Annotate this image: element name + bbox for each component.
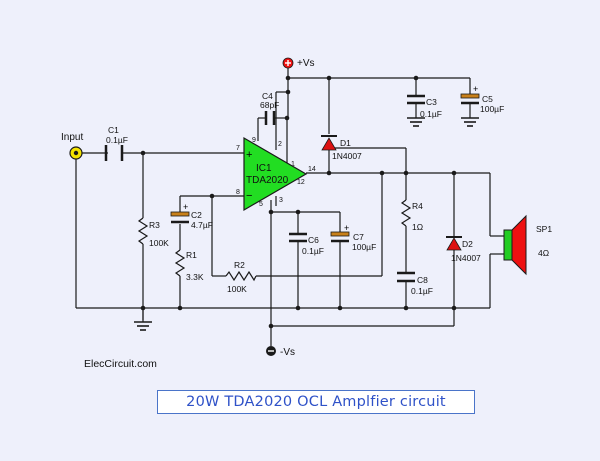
input-terminal: Input <box>61 132 83 160</box>
resistor-r4: R4 1Ω <box>400 199 423 232</box>
pin-2: 2 <box>278 141 282 148</box>
ic1-amplifier: IC1 TDA2020 + − 7 8 9 2 1 14 12 5 3 <box>236 136 316 212</box>
c6-ref: C6 <box>308 235 319 245</box>
ground-icon <box>407 117 425 127</box>
r1-value: 3.3K <box>186 272 204 282</box>
diode-d1: D1 1N4007 <box>321 135 362 161</box>
r3-value: 100K <box>149 238 169 248</box>
junction-dot <box>403 170 409 176</box>
capacitor-c3: C3 0.1µF <box>407 94 442 119</box>
junction-dot <box>451 170 457 176</box>
junction-dot <box>285 89 291 95</box>
d2-value: 1N4007 <box>451 253 481 263</box>
junctions <box>140 75 457 329</box>
junction-dot <box>413 75 419 81</box>
c8-ref: C8 <box>417 275 428 285</box>
c1-ref: C1 <box>108 125 119 135</box>
pin-12: 12 <box>297 179 305 186</box>
capacitor-c5: + C5 100µF <box>460 84 504 114</box>
capacitor-c1: C1 0.1µF <box>104 125 128 161</box>
capacitor-c6: C6 0.1µF <box>289 232 324 256</box>
capacitor-c7: + C7 100µF <box>330 223 376 252</box>
pin-1: 1 <box>291 161 295 168</box>
pin-5: 5 <box>259 201 263 208</box>
junction-dot <box>209 193 215 199</box>
ic1-minus-sign: − <box>246 190 252 202</box>
junction-dot <box>326 170 332 176</box>
junction-dot <box>295 305 301 311</box>
junction-dot <box>451 305 457 311</box>
r4-value: 1Ω <box>412 222 423 232</box>
ic1-part: TDA2020 <box>246 175 289 186</box>
junction-dot <box>268 209 274 215</box>
negative-rail-symbol: -Vs <box>266 346 295 358</box>
pin-14: 14 <box>308 166 316 173</box>
c7-value: 100µF <box>352 242 376 252</box>
c3-value: 0.1µF <box>420 109 442 119</box>
junction-dot <box>140 305 146 311</box>
credit-text: ElecCircuit.com <box>84 358 157 370</box>
c5-value: 100µF <box>480 104 504 114</box>
positive-rail-label: +Vs <box>297 58 315 69</box>
junction-dot <box>295 209 301 215</box>
d1-value: 1N4007 <box>332 151 362 161</box>
pin-3: 3 <box>279 197 283 204</box>
ic1-plus-sign: + <box>246 149 252 161</box>
diode-d2: D2 1N4007 <box>446 236 481 263</box>
sp1-value: 4Ω <box>538 248 549 258</box>
sp1-ref: SP1 <box>536 224 552 234</box>
junction-dot <box>177 305 183 311</box>
junction-dot <box>326 75 332 81</box>
r2-value: 100K <box>227 284 247 294</box>
positive-rail-symbol: +Vs <box>282 57 315 69</box>
pin-7: 7 <box>236 145 240 152</box>
input-label: Input <box>61 132 83 143</box>
c5-ref: C5 <box>482 94 493 104</box>
r1-ref: R1 <box>186 250 197 260</box>
resistor-r1: R1 3.3K <box>174 249 204 282</box>
pin-8: 8 <box>236 189 240 196</box>
c4-ref: C4 <box>262 91 273 101</box>
svg-text:+: + <box>183 202 188 212</box>
junction-dot <box>379 170 385 176</box>
d1-ref: D1 <box>340 138 351 148</box>
c2-value: 4.7µF <box>191 220 213 230</box>
d2-ref: D2 <box>462 239 473 249</box>
junction-dot <box>285 75 291 81</box>
capacitor-c4: C4 68pF <box>260 91 279 125</box>
ground-icon <box>461 117 479 127</box>
junction-dot <box>268 323 274 329</box>
r4-ref: R4 <box>412 201 423 211</box>
ground-icon <box>134 321 152 331</box>
c3-ref: C3 <box>426 97 437 107</box>
c2-ref: C2 <box>191 210 202 220</box>
ic1-ref: IC1 <box>256 163 272 174</box>
junction-dot <box>337 305 343 311</box>
negative-rail-label: -Vs <box>280 347 295 358</box>
capacitor-c2: + C2 4.7µF <box>170 202 213 230</box>
c8-value: 0.1µF <box>411 286 433 296</box>
resistor-r2: R2 100K <box>225 260 257 294</box>
junction-dot <box>284 115 290 121</box>
r2-ref: R2 <box>234 260 245 270</box>
c4-value: 68pF <box>260 100 279 110</box>
junction-dot <box>140 150 146 156</box>
title-box: 20W TDA2020 OCL Amplfier circuit <box>157 390 475 414</box>
junction-dot <box>403 305 409 311</box>
svg-text:+: + <box>473 84 478 94</box>
pin-9: 9 <box>252 137 256 144</box>
c1-value: 0.1µF <box>106 135 128 145</box>
diagram-title: 20W TDA2020 OCL Amplfier circuit <box>186 394 446 410</box>
capacitor-c8: C8 0.1µF <box>397 271 433 296</box>
resistor-r3: R3 100K <box>137 217 169 248</box>
speaker-sp1: SP1 4Ω <box>503 214 552 276</box>
svg-text:+: + <box>344 223 349 233</box>
c7-ref: C7 <box>353 232 364 242</box>
c6-value: 0.1µF <box>302 246 324 256</box>
r3-ref: R3 <box>149 220 160 230</box>
